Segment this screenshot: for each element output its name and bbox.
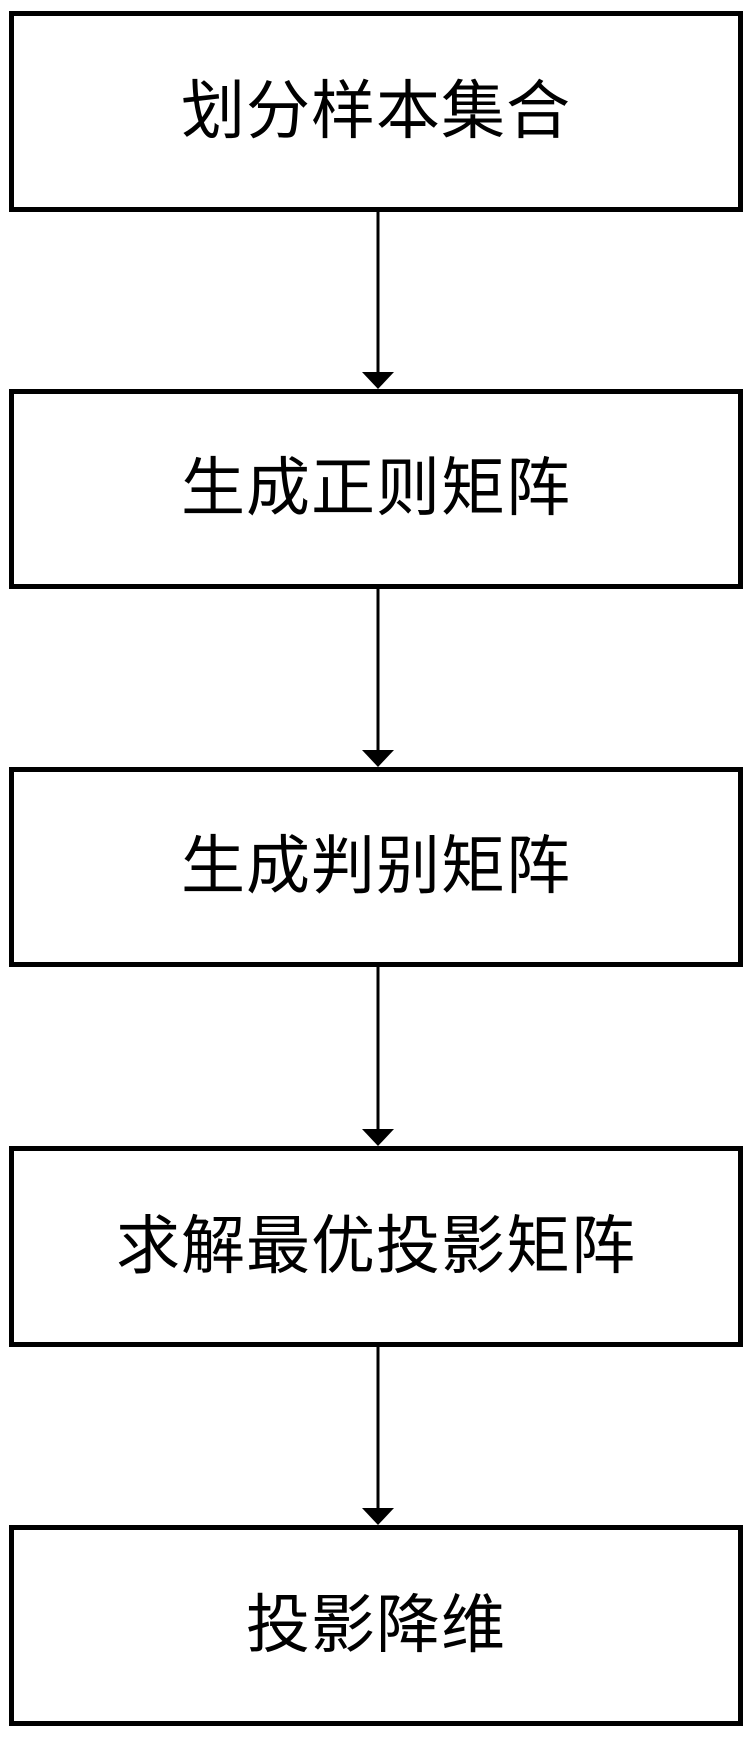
flow-node-label: 划分样本集合 bbox=[181, 75, 571, 147]
flow-node-label: 生成正则矩阵 bbox=[181, 453, 571, 524]
flow-node-label: 投影降维 bbox=[246, 1589, 506, 1661]
arrow-head-icon bbox=[361, 372, 394, 389]
flow-node-divide-sample-set: 划分样本集合 bbox=[9, 11, 743, 212]
arrow-head-icon bbox=[361, 1508, 394, 1525]
flow-node-generate-regularization-matrix: 生成正则矩阵 bbox=[9, 389, 743, 589]
flow-node-solve-optimal-projection-matrix: 求解最优投影矩阵 bbox=[9, 1146, 743, 1347]
arrow-down-icon bbox=[361, 589, 394, 767]
arrow-down-icon bbox=[361, 1347, 394, 1525]
arrow-line bbox=[376, 1347, 379, 1523]
arrow-line bbox=[376, 589, 379, 765]
flow-node-label: 求解最优投影矩阵 bbox=[116, 1210, 636, 1282]
arrow-head-icon bbox=[361, 750, 394, 767]
arrow-line bbox=[376, 212, 379, 387]
flow-node-projection-dimensionality-reduction: 投影降维 bbox=[9, 1525, 743, 1726]
arrow-head-icon bbox=[361, 1129, 394, 1146]
arrow-down-icon bbox=[361, 212, 394, 389]
flow-node-label: 生成判别矩阵 bbox=[181, 831, 571, 902]
arrow-down-icon bbox=[361, 967, 394, 1146]
arrow-line bbox=[376, 967, 379, 1144]
flow-node-generate-discriminant-matrix: 生成判别矩阵 bbox=[9, 767, 743, 967]
